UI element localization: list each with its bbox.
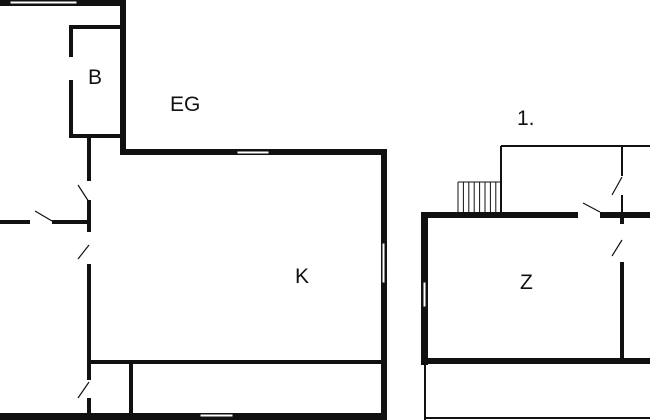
wall [69,134,121,138]
wall [421,212,578,218]
door-swing [77,244,90,260]
wall [52,220,90,224]
wall [0,220,30,224]
wall [600,212,650,218]
wall [120,0,126,155]
door-swing [611,176,623,196]
window-pane [10,1,77,4]
wall [381,149,387,420]
wall [89,360,383,364]
wall [87,137,91,181]
wall [421,358,650,364]
wall [87,200,91,232]
door-swing [77,184,90,203]
door-swing [77,381,90,399]
wall [69,80,73,138]
floor-label-first: 1. [517,107,535,130]
room-label-kitchen: K [295,265,310,288]
wall [69,25,121,29]
window-pane [237,151,269,154]
wall [87,398,91,414]
window-pane [382,243,385,283]
door-swing [34,210,53,222]
wall [620,215,624,224]
room-label-z: Z [520,271,533,294]
door-swing [582,202,601,213]
window-pane [423,282,426,307]
wall [620,262,624,360]
wall [87,264,91,380]
thin-lines [34,145,650,420]
wall [69,25,73,57]
floor-label-ground: EG [170,93,201,116]
door-swing [611,239,623,257]
wall [129,362,133,415]
room-label-bath: B [88,66,103,89]
wall [0,413,387,420]
window-pane [200,414,233,417]
